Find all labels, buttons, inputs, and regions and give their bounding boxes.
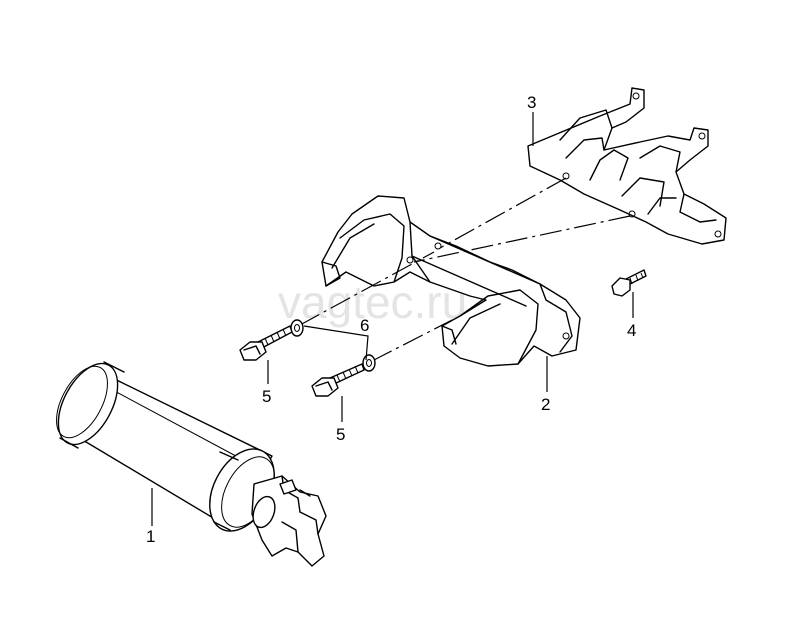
callout-4: 4 (627, 321, 636, 340)
part-2-clamp-bracket (321, 195, 581, 367)
callout-5-lower: 5 (336, 425, 345, 444)
part-3-upper-bracket (527, 87, 727, 245)
callout-1: 1 (146, 527, 155, 546)
part-1-drier-cylinder (56, 361, 327, 567)
callout-6: 6 (360, 316, 369, 335)
callout-2: 2 (541, 395, 550, 414)
alignment-lines (299, 177, 631, 362)
leader-lines (151, 112, 634, 526)
part-4-screw (611, 269, 647, 297)
part-5-bolt-upper (239, 325, 293, 361)
callout-5-upper: 5 (262, 387, 271, 406)
callout-3: 3 (527, 93, 536, 112)
part-5-bolt-lower (311, 363, 365, 397)
